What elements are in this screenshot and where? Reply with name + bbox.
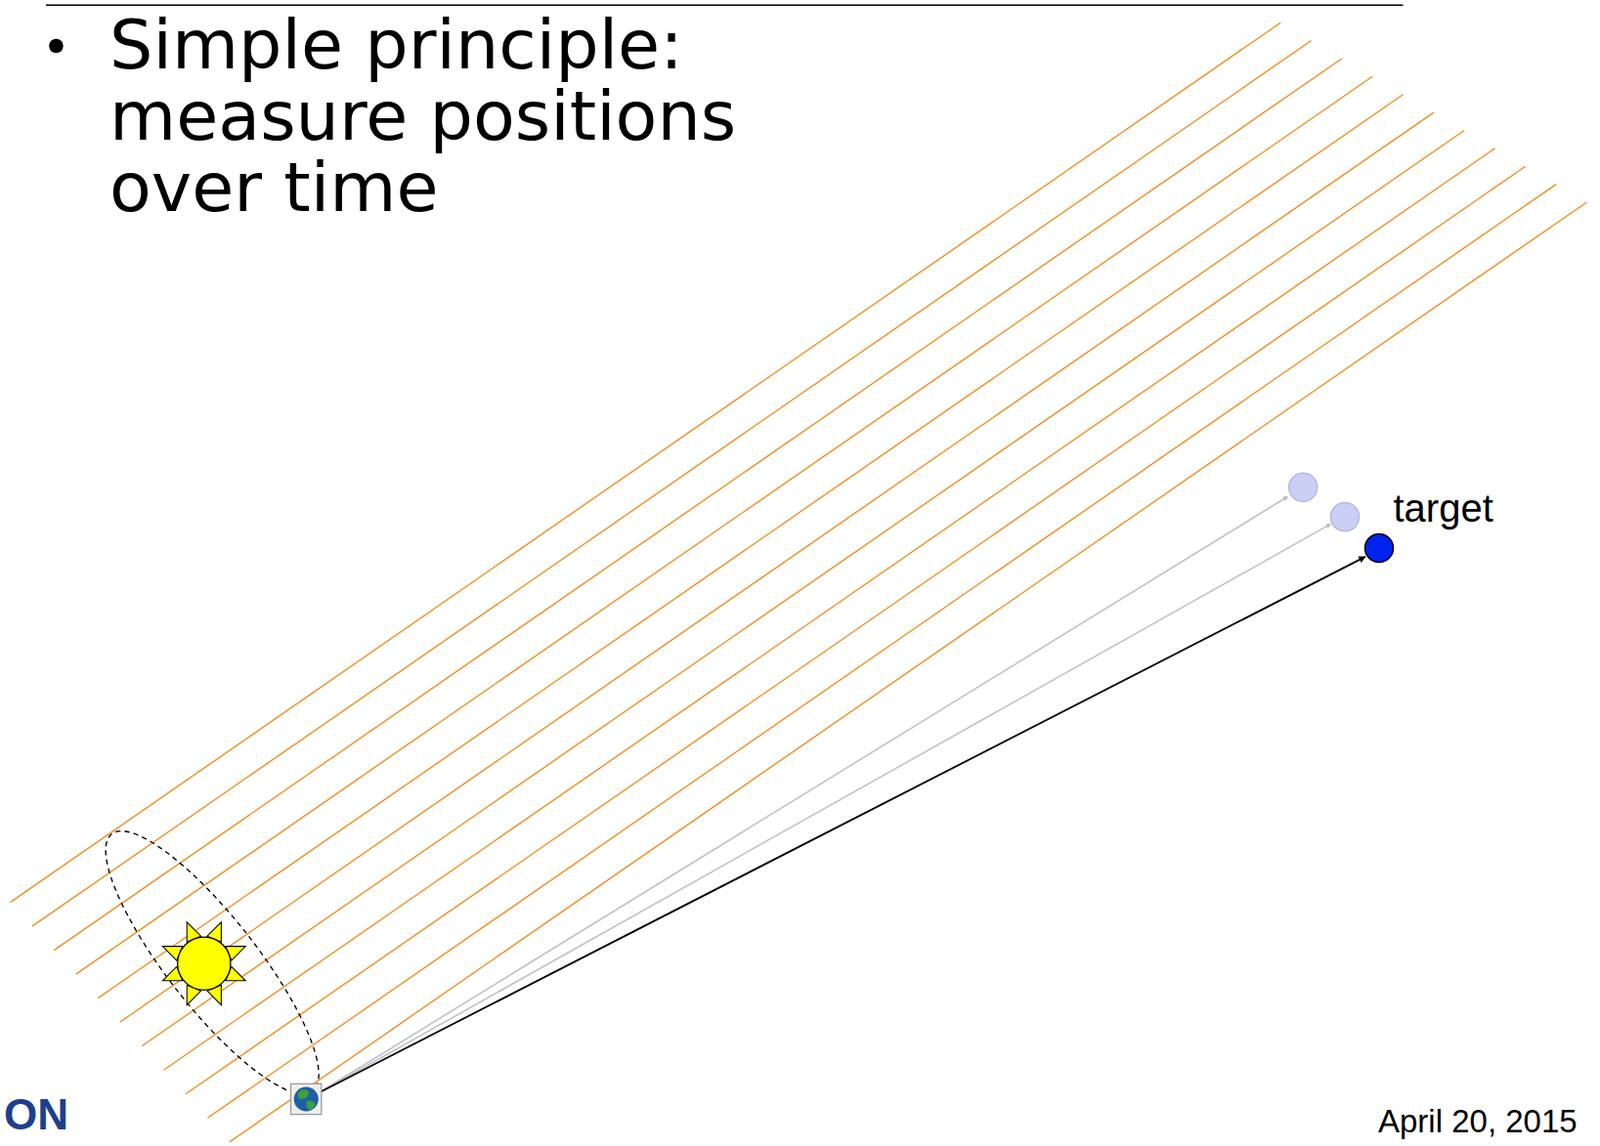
current-sightline xyxy=(318,557,1366,1094)
past-sightline xyxy=(318,496,1289,1094)
earth-orbit xyxy=(76,806,348,1120)
earth-icon xyxy=(291,1083,322,1115)
bullet-dot xyxy=(48,39,64,54)
target-outline xyxy=(1363,532,1395,564)
light-ray xyxy=(229,202,1588,1143)
date-text: April 20, 2015 xyxy=(1378,1104,1578,1140)
past-position xyxy=(1289,473,1318,502)
header-rule xyxy=(45,3,1404,6)
logo-text: ON xyxy=(3,1090,69,1140)
bullet-text: Simple principle: measure positions over… xyxy=(109,9,882,224)
target-label: target xyxy=(1392,485,1493,531)
past-position xyxy=(1330,502,1359,531)
target-dot xyxy=(1365,533,1394,563)
past-sightline xyxy=(318,523,1332,1093)
target-star: target xyxy=(1363,532,1395,564)
light-ray xyxy=(164,148,1496,1071)
light-ray xyxy=(185,166,1526,1095)
light-ray xyxy=(207,184,1557,1120)
light-ray xyxy=(120,112,1434,1023)
sun-disc xyxy=(177,937,231,991)
sun-symbol xyxy=(162,922,246,1006)
light-ray xyxy=(141,129,1465,1046)
